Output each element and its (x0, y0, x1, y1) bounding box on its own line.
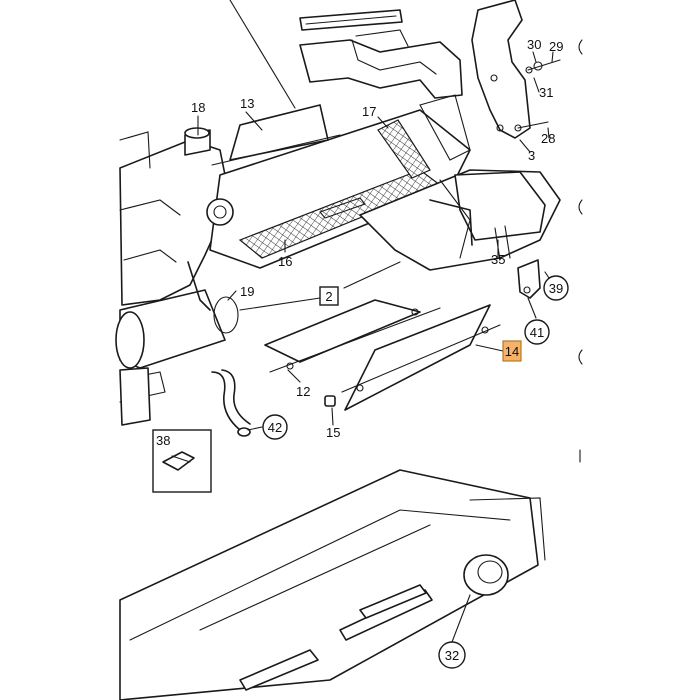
callout-15: 15 (326, 425, 340, 440)
callout-41: 41 (524, 319, 550, 345)
svg-text:2: 2 (325, 289, 332, 304)
callout-19: 19 (240, 284, 254, 299)
svg-text:31: 31 (539, 85, 553, 100)
callout-30: 30 (527, 37, 541, 52)
callout-38: 38 (156, 433, 170, 448)
svg-text:42: 42 (268, 420, 282, 435)
top-strip (299, 9, 403, 31)
svg-text:35: 35 (491, 252, 505, 267)
small-bracket (517, 259, 541, 299)
leader-lines (197, 0, 556, 643)
callout-3: 3 (528, 148, 535, 163)
callout-16: 16 (278, 254, 292, 269)
svg-text:13: 13 (240, 96, 254, 111)
svg-text:28: 28 (541, 131, 555, 146)
screw-bolts (514, 59, 561, 132)
svg-text:12: 12 (296, 384, 310, 399)
svg-text:30: 30 (527, 37, 541, 52)
svg-text:17: 17 (362, 104, 376, 119)
svg-text:18: 18 (191, 100, 205, 115)
svg-text:38: 38 (156, 433, 170, 448)
callout-28: 28 (541, 131, 555, 146)
right-housing (359, 94, 561, 271)
callout-32: 32 (438, 641, 466, 669)
washer (324, 395, 336, 407)
callout-17: 17 (362, 104, 376, 119)
bushing (184, 127, 211, 156)
svg-text:19: 19 (240, 284, 254, 299)
clip-inset (152, 429, 212, 493)
flap-plate-14 (341, 304, 501, 411)
page-margin-marks (578, 39, 583, 463)
callout-2: 2 (319, 286, 339, 306)
drain-tube (211, 369, 251, 437)
svg-text:29: 29 (549, 39, 563, 54)
callout-42: 42 (262, 414, 288, 440)
callout-35: 35 (491, 252, 505, 267)
svg-text:32: 32 (445, 648, 459, 663)
callout-39: 39 (543, 275, 569, 301)
blower-cylinder (115, 289, 226, 426)
callout-13: 13 (240, 96, 254, 111)
mounting-bracket (471, 0, 531, 139)
svg-text:3: 3 (528, 148, 535, 163)
svg-text:15: 15 (326, 425, 340, 440)
callout-18: 18 (191, 100, 205, 115)
svg-text:14: 14 (505, 344, 519, 359)
svg-text:16: 16 (278, 254, 292, 269)
svg-text:41: 41 (530, 325, 544, 340)
flap-plate-12 (264, 299, 441, 373)
callout-31: 31 (539, 85, 553, 100)
svg-text:39: 39 (549, 281, 563, 296)
dashboard-panel (119, 469, 546, 700)
hose-clamp (187, 199, 473, 334)
callout-14: 14 (502, 340, 522, 362)
callout-29: 29 (549, 39, 563, 54)
callout-12: 12 (296, 384, 310, 399)
upper-air-duct (299, 29, 463, 99)
flap-plate-upper (211, 104, 341, 166)
